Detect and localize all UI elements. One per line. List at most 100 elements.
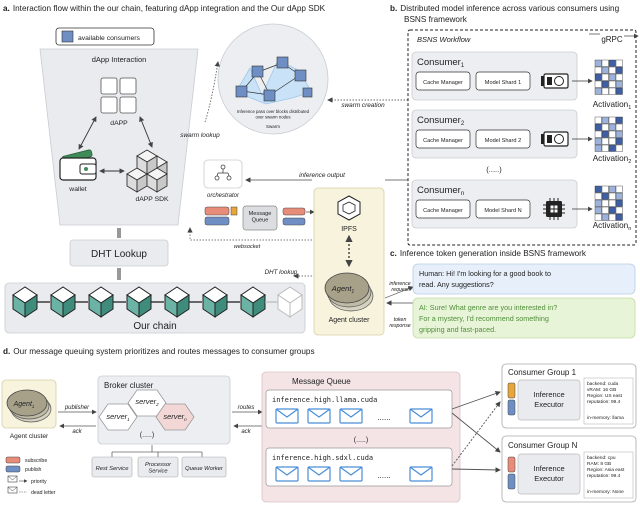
server-1-sub: 1	[127, 417, 130, 422]
rest-service-label: Rest Service	[96, 466, 130, 472]
websocket-label: websocket	[234, 244, 261, 250]
ipfs-label: IPFS	[341, 226, 357, 233]
message-queue-label: Message Queue	[292, 377, 351, 386]
group-1-spec-5: in-memory: llama	[587, 415, 624, 421]
consumer-2: Consumer2 Cache Manager Model Shard 2	[411, 109, 578, 159]
consumer-2-name: Consumer	[417, 115, 461, 126]
queue-sdxl-label: inference.high.sdxl.cuda	[272, 454, 373, 462]
consumer-n-sub: n	[461, 191, 464, 197]
swarm-caption-line2: over swarm nodes	[255, 115, 290, 120]
processor-service-l2: Service	[148, 469, 168, 475]
cpu-icon	[543, 198, 565, 220]
svg-text:Agent1: Agent1	[13, 401, 35, 409]
activation-cell	[615, 185, 623, 193]
activation-cell	[615, 192, 623, 200]
activation-cell	[601, 123, 609, 131]
activation-cell	[601, 87, 609, 95]
activation-cell	[601, 206, 609, 214]
dapp-label: dAPP	[110, 120, 128, 127]
activation-cell	[608, 80, 616, 88]
server-2-label: server	[135, 397, 156, 406]
activation-cell	[615, 87, 623, 95]
inference-output-label: inference output	[299, 172, 345, 179]
queue-llama-dots: ......	[377, 413, 390, 422]
swarm-creation-label: swarm creation	[341, 102, 385, 109]
swarm-lookup-arrow	[204, 61, 220, 123]
mini-queue-right	[282, 207, 306, 226]
wallet-label: wallet	[68, 186, 86, 193]
svg-text:b.Distributed model inference: b.Distributed model inference across var…	[390, 4, 620, 13]
activation-cell	[615, 59, 623, 67]
broker-cluster-label: Broker cluster	[104, 381, 154, 390]
dapp-interaction-panel	[39, 48, 199, 226]
activation-cell	[601, 137, 609, 145]
activation-cell	[608, 59, 616, 67]
activation-cell	[601, 213, 609, 221]
activation-cell	[601, 199, 609, 207]
human-message-bubble	[412, 263, 636, 295]
activation-cell	[601, 185, 609, 193]
message-queue-mini-label-l2: Queue	[252, 218, 269, 224]
server-n-sub: n	[184, 417, 187, 422]
mini-queue-left	[204, 206, 238, 226]
panel-d: d.Our message queuing system prioritizes…	[1, 347, 637, 503]
ack-label-left: ack	[72, 429, 82, 435]
svg-text:Activation2: Activation2	[593, 154, 632, 165]
activation-cell	[594, 59, 602, 67]
activation-cell	[594, 130, 602, 138]
activation-cell	[601, 66, 609, 74]
dht-lookup-box	[69, 239, 169, 267]
envelope-icon	[275, 466, 299, 482]
activation-cell	[615, 80, 623, 88]
group-1-spec-3: Region: US east	[587, 393, 623, 399]
swarm-nodes	[235, 56, 313, 105]
activation-1-sub: 1	[628, 105, 631, 111]
activation-cell	[615, 137, 623, 145]
activation-cell	[608, 116, 616, 124]
activation-cell	[615, 116, 623, 124]
envelope-icon	[409, 408, 433, 424]
consumer-1-name: Consumer	[417, 57, 461, 68]
dht-lookup-arrow-label: DHT lookup	[265, 269, 298, 276]
panel-b-letter: b.	[390, 4, 397, 13]
activation-cell	[615, 123, 623, 131]
legend-priority: priority	[31, 479, 47, 485]
activation-cell	[608, 137, 616, 145]
orchestrator-icon	[214, 164, 232, 181]
executor-n-l2: Executor	[534, 474, 564, 483]
agent-label: Agent	[331, 284, 353, 293]
available-consumers-legend	[55, 27, 155, 46]
dapp-interaction-label: dApp Interaction	[92, 55, 147, 64]
our-chain-label: Our chain	[133, 321, 176, 332]
panel-d-title: Our message queuing system prioritizes a…	[13, 347, 314, 356]
queue-ellipsis: (.....)	[354, 437, 368, 444]
svg-text:server2: server2	[135, 397, 159, 407]
ai-message-line2: For a mystery, I'd recommend something	[419, 314, 549, 323]
group-n-spec-2: RAM: 8 GB	[587, 461, 611, 467]
consumer-n-cache: Cache Manager	[423, 208, 463, 214]
legend-dead-letter: dead letter	[31, 490, 56, 496]
human-message-line1: Human: Hi! I'm looking for a good book t…	[419, 269, 551, 278]
consumer-2-shard: Model Shard 2	[485, 138, 521, 144]
activation-cell	[594, 213, 602, 221]
swarm-lookup-label: swarm lookup	[180, 132, 220, 139]
gpu-icon	[540, 131, 569, 147]
group-1-spec-1: backend: cuda	[587, 381, 619, 387]
server-ellipsis: (.....)	[140, 432, 154, 439]
activation-cell	[594, 192, 602, 200]
activation-cell	[601, 130, 609, 138]
group-n-spec-4: reputation: 99.4	[587, 473, 621, 479]
queue-worker-box	[181, 456, 227, 478]
activation-cell	[594, 123, 602, 131]
agent-label-d: Agent	[13, 401, 33, 408]
activation-cell	[608, 192, 616, 200]
envelope-icon	[409, 466, 433, 482]
activation-cell	[608, 123, 616, 131]
activation-cell	[594, 87, 602, 95]
panel-b-title-l1: Distributed model inference across vario…	[400, 4, 619, 13]
publisher-label: publisher	[64, 405, 90, 411]
inference-request-label-l2: request	[391, 287, 409, 293]
